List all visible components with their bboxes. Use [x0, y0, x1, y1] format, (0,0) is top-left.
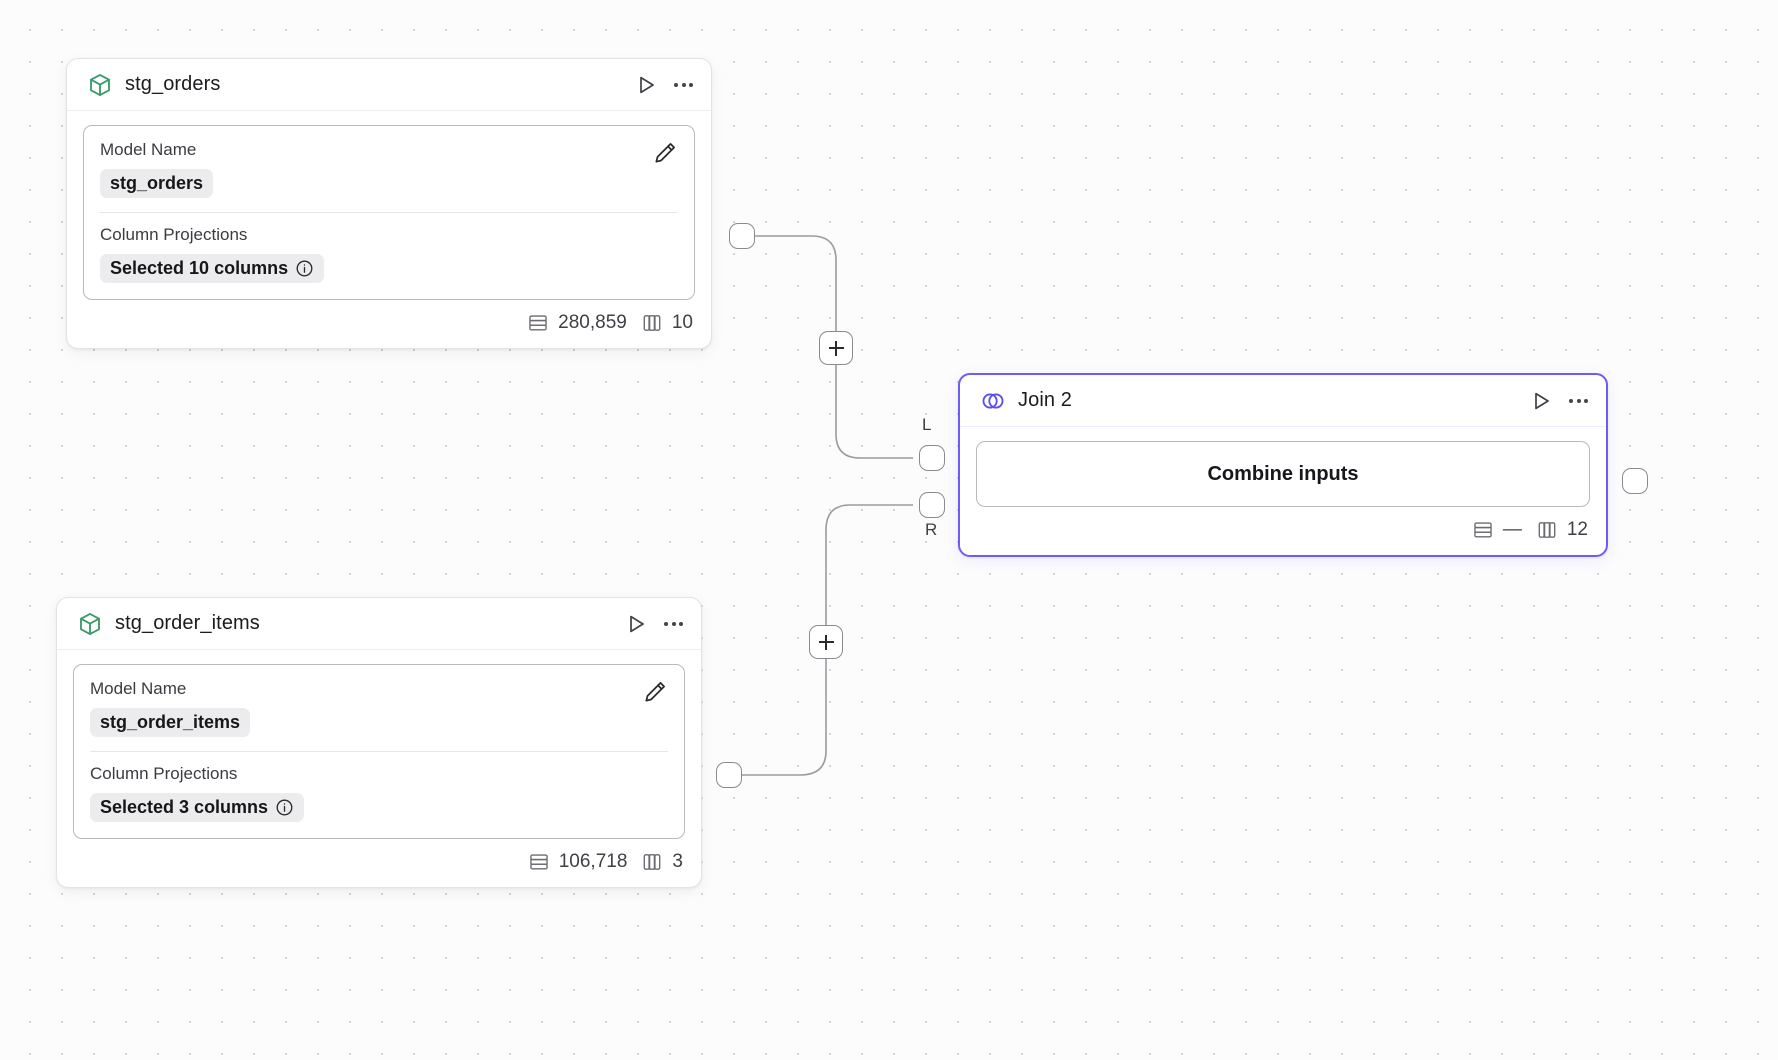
- node-footer: 280,859 10: [67, 300, 711, 348]
- rows-icon: [527, 312, 549, 334]
- column-projections-value: Selected 10 columns: [110, 258, 289, 278]
- column-count-stat: 10: [641, 312, 693, 334]
- node-header: stg_orders: [67, 59, 711, 111]
- columns-icon: [641, 851, 663, 873]
- columns-icon: [1536, 519, 1558, 541]
- header-actions: [1529, 389, 1588, 413]
- node-stg-order-items[interactable]: stg_order_items Model Name: [56, 597, 702, 888]
- model-name-value: stg_order_items: [100, 712, 241, 732]
- input-port-right-label: R: [925, 520, 938, 539]
- property-column-projections: Column Projections Selected 3 columns: [90, 764, 668, 822]
- model-name-value: stg_orders: [110, 173, 204, 193]
- node-title: stg_orders: [125, 73, 221, 95]
- model-name-chip[interactable]: stg_order_items: [90, 708, 251, 737]
- column-projections-value: Selected 3 columns: [100, 797, 269, 817]
- property-model-name: Model Name stg_orders: [100, 140, 678, 198]
- more-options-icon[interactable]: [674, 75, 693, 95]
- combine-inputs-label: Combine inputs: [1207, 462, 1359, 485]
- row-count-value: 106,718: [558, 851, 628, 872]
- properties-box: Model Name stg_order_items Colum: [73, 664, 685, 839]
- model-name-chip[interactable]: stg_orders: [100, 169, 214, 198]
- output-port-stg-order-items[interactable]: [716, 762, 742, 788]
- property-label: Column Projections: [90, 764, 238, 783]
- properties-box: Model Name stg_orders Column Pro: [83, 125, 695, 300]
- column-count-stat: 3: [641, 851, 683, 873]
- node-body: Combine inputs: [960, 427, 1606, 507]
- cube-icon: [77, 611, 103, 637]
- node-header: Join 2: [960, 375, 1606, 427]
- node-join-2[interactable]: Join 2 Combine inputs: [958, 373, 1608, 557]
- add-node-button-bottom[interactable]: [809, 625, 843, 659]
- column-count-value: 12: [1566, 519, 1588, 540]
- run-icon[interactable]: [624, 612, 648, 636]
- columns-icon: [641, 312, 663, 334]
- output-port-stg-orders[interactable]: [729, 223, 755, 249]
- property-divider: [100, 212, 678, 213]
- header-actions: [634, 73, 693, 97]
- column-count-stat: 12: [1536, 519, 1588, 541]
- info-icon[interactable]: [275, 798, 294, 817]
- more-options-icon[interactable]: [664, 614, 683, 634]
- node-body: Model Name stg_order_items Colum: [57, 650, 701, 839]
- node-footer: 106,718 3: [57, 839, 701, 887]
- run-icon[interactable]: [1529, 389, 1553, 413]
- node-stg-orders[interactable]: stg_orders Model Name stg_: [66, 58, 712, 349]
- header-actions: [624, 612, 683, 636]
- cube-icon: [87, 72, 113, 98]
- row-count-stat: —: [1472, 519, 1522, 541]
- row-count-stat: 280,859: [527, 312, 627, 334]
- row-count-value: —: [1502, 519, 1522, 540]
- property-divider: [90, 751, 668, 752]
- column-count-value: 10: [671, 312, 693, 333]
- property-model-name: Model Name stg_order_items: [90, 679, 668, 737]
- property-column-projections: Column Projections Selected 10 columns: [100, 225, 678, 283]
- column-projections-chip[interactable]: Selected 3 columns: [90, 793, 305, 822]
- add-node-button-top[interactable]: [819, 331, 853, 365]
- output-port-join-2[interactable]: [1622, 468, 1648, 494]
- column-count-value: 3: [672, 851, 683, 872]
- run-icon[interactable]: [634, 73, 658, 97]
- join-venn-icon: [980, 388, 1006, 414]
- input-port-join-right[interactable]: [919, 492, 945, 518]
- node-footer: — 12: [960, 507, 1606, 555]
- info-icon[interactable]: [295, 259, 314, 278]
- property-label: Column Projections: [100, 225, 248, 244]
- rows-icon: [1472, 519, 1494, 541]
- row-count-value: 280,859: [558, 312, 627, 333]
- edit-pencil-icon[interactable]: [642, 679, 668, 705]
- row-count-stat: 106,718: [528, 851, 628, 873]
- edit-pencil-icon[interactable]: [652, 140, 678, 166]
- combine-inputs-button[interactable]: Combine inputs: [976, 441, 1590, 507]
- more-options-icon[interactable]: [1569, 391, 1588, 411]
- input-port-left-label: L: [922, 415, 932, 434]
- column-projections-chip[interactable]: Selected 10 columns: [100, 254, 325, 283]
- node-title: stg_order_items: [115, 612, 260, 634]
- property-label: Model Name: [90, 679, 187, 698]
- node-title: Join 2: [1018, 389, 1072, 411]
- input-port-join-left[interactable]: [919, 445, 945, 471]
- node-header: stg_order_items: [57, 598, 701, 650]
- property-label: Model Name: [100, 140, 197, 159]
- rows-icon: [528, 851, 550, 873]
- node-body: Model Name stg_orders Column Pro: [67, 111, 711, 300]
